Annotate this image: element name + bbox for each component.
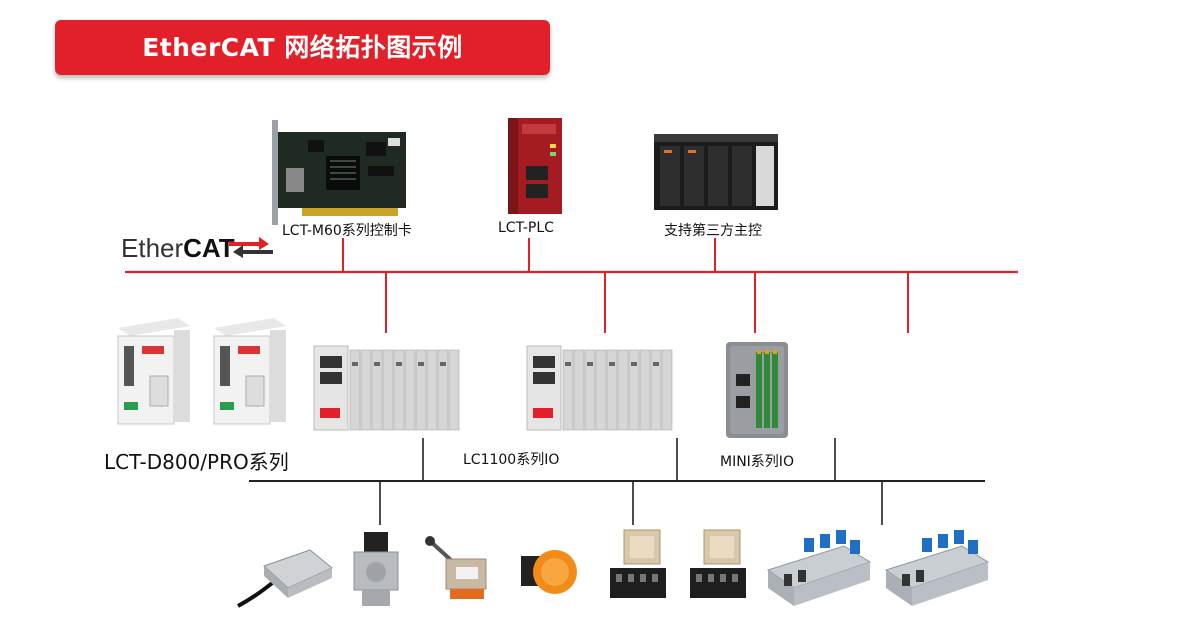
limit-switch-icon <box>348 530 404 610</box>
io-module-icon <box>312 342 462 434</box>
solenoid-valve-icon <box>882 530 992 614</box>
ethercat-arrows-icon <box>229 237 273 258</box>
tilt-sensor-icon <box>236 540 336 610</box>
plc-module-icon <box>500 114 570 218</box>
third-party-controller-icon <box>652 130 782 214</box>
master-label-plc: LCT-PLC <box>498 220 554 236</box>
mini-io-icon <box>724 340 790 440</box>
page-title: EtherCAT 网络拓扑图示例 <box>55 20 550 75</box>
relay-icon <box>606 528 670 606</box>
indicator-lamp-icon <box>517 542 581 600</box>
master-label-third-party: 支持第三方主控 <box>664 223 762 239</box>
slave-label-servo: LCT-D800/PRO系列 <box>104 450 289 474</box>
slave-label-lc1100: LC1100系列IO <box>463 452 560 468</box>
solenoid-valve-icon <box>764 530 874 614</box>
servo-drive-icon <box>108 316 298 428</box>
logo-text-bold: CAT <box>183 233 235 263</box>
pcie-control-card-icon <box>268 118 418 228</box>
relay-icon <box>686 528 750 606</box>
io-module-icon <box>525 342 675 434</box>
logo-text-regular: Ether <box>121 233 184 263</box>
roller-switch-icon <box>420 535 496 605</box>
master-label-m60: LCT-M60系列控制卡 <box>282 223 412 239</box>
slave-label-mini: MINI系列IO <box>720 454 794 470</box>
ethercat-logo: EtherCAT <box>121 232 281 264</box>
